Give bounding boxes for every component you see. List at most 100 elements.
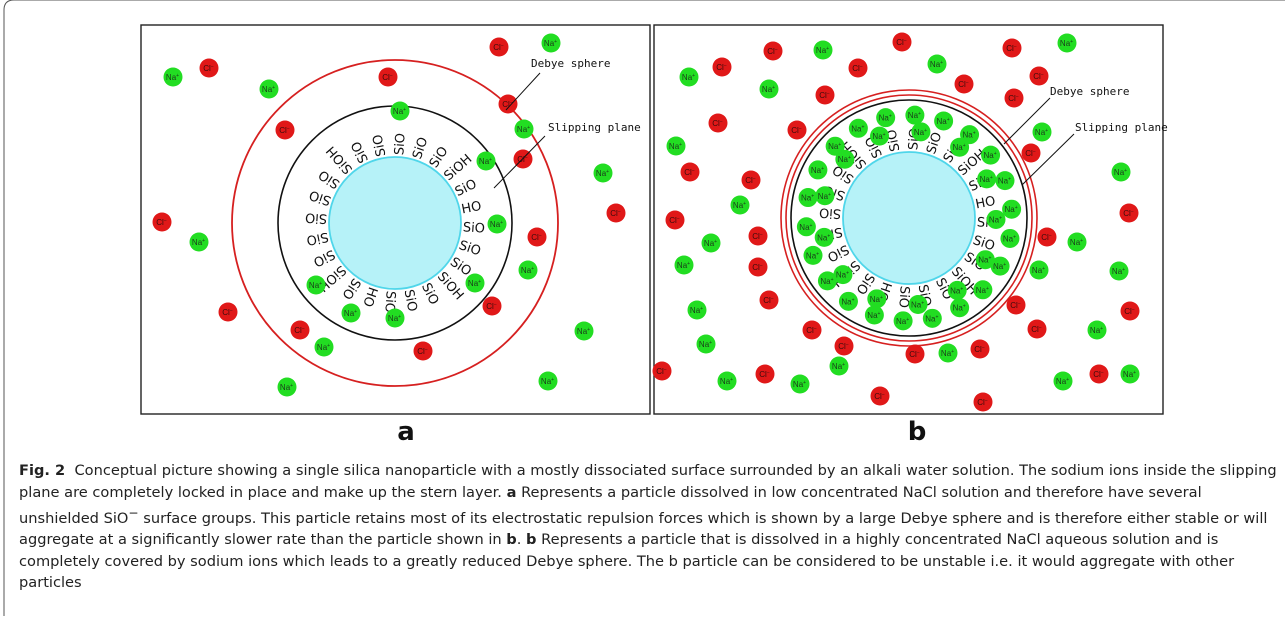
panel-b-sodium-ion-label: Na+ — [720, 377, 733, 386]
panel-b-sodium-ion-disc — [833, 265, 853, 285]
panel-b-sodium-ion-label: Na+ — [1112, 267, 1125, 276]
panel-b-chloride-ion-label: Cl− — [838, 342, 849, 351]
panel-a-surface-group: SiO — [370, 133, 389, 158]
panel-b-slipping-label: Slipping plane — [1075, 121, 1168, 134]
panel-b-debye-sphere-inner — [785, 94, 1033, 342]
panel-b-sodium-ion: Na+ — [950, 137, 970, 157]
panel-a-surface-group: SiO — [462, 220, 485, 237]
panel-a-sodium-ion-label: Na+ — [388, 314, 401, 323]
panel-a-chloride-ion-disc — [527, 227, 547, 247]
panel-b-sodium-ion-disc — [814, 227, 834, 247]
caption-superscript-minus: − — [128, 506, 139, 520]
panel-b-sodium-ion-disc — [1109, 261, 1129, 281]
panel-b-chloride-ion-label: Cl− — [806, 326, 817, 335]
panel-b-sodium-ion-disc — [835, 149, 855, 169]
panel-b-sodium-ion: Na+ — [701, 233, 721, 253]
panel-b-sodium-ion-label: Na+ — [818, 192, 831, 201]
panel-b-chloride-ion-disc — [680, 162, 700, 182]
panel-a-silica-particle — [328, 156, 462, 290]
panel-b-sodium-ion: Na+ — [1067, 232, 1087, 252]
panel-b-slipping-leader — [1021, 133, 1075, 186]
panel-b-sodium-ion-label: Na+ — [1114, 168, 1127, 177]
panel-b-sodium-ion: Na+ — [947, 280, 967, 300]
panel-b-sodium-ion-disc — [798, 188, 818, 208]
panel-b-sodium-ion-label: Na+ — [816, 46, 829, 55]
panel-b-sodium-ion: Na+ — [911, 122, 931, 142]
panel-b-chloride-ion-disc — [1120, 301, 1140, 321]
panel-b-chloride-ion-label: Cl− — [909, 350, 920, 359]
caption-sentence-3: surface groups. This particle retains mo… — [19, 509, 1268, 549]
panel-b-chloride-ion-label: Cl− — [958, 80, 969, 89]
panel-b-sodium-ion: Na+ — [922, 308, 942, 328]
panel-b-chloride-ion-label: Cl− — [1124, 307, 1135, 316]
panel-b-surface-group: HO — [974, 194, 997, 213]
panel-b-chloride-ion-disc — [1002, 38, 1022, 58]
panel-b-sodium-ion-disc — [867, 289, 887, 309]
panel-b-chloride-ion: Cl− — [1089, 364, 1109, 384]
panel-b-chloride-ion: Cl− — [759, 290, 779, 310]
panel-b-sodium-ion-label: Na+ — [690, 306, 703, 315]
panel-b-chloride-ion-label: Cl− — [977, 398, 988, 407]
panel-b-sodium-ion-disc — [817, 271, 837, 291]
panel-a-surface-group: SiO — [410, 135, 431, 161]
panel-b-sodium-ion-label: Na+ — [1032, 266, 1045, 275]
panel-a-sodium-ion-label: Na+ — [544, 39, 557, 48]
panel-b-sodium-ion: Na+ — [905, 105, 925, 125]
panel-b-sodium-ion-disc — [759, 79, 779, 99]
panel-b-chloride-ion: Cl− — [748, 226, 768, 246]
panel-b-sodium-ion-disc — [1029, 260, 1049, 280]
panel-b-sodium-ion-label: Na+ — [976, 286, 989, 295]
panel-b-sodium-ion-disc — [730, 195, 750, 215]
panel-b-chloride-ion: Cl− — [763, 41, 783, 61]
panel-b-sodium-ion: Na+ — [973, 280, 993, 300]
panel-a-chloride-ion: Cl− — [489, 37, 509, 57]
panel-a-sodium-ion-label: Na+ — [490, 220, 503, 229]
panel-b-surface-group: SiO — [971, 233, 997, 254]
panel-a-sodium-ion: Na+ — [259, 79, 279, 99]
panel-a-chloride-ion-disc — [498, 94, 518, 114]
panel-b-sodium-ion-disc — [701, 233, 721, 253]
figure-border — [3, 0, 1285, 616]
panel-b-sodium-ion-label: Na+ — [799, 223, 812, 232]
panel-a-chloride-ion-label: Cl− — [279, 126, 290, 135]
panel-b-sodium-ion-disc — [986, 209, 1006, 229]
panel-b-sodium-ion-disc — [870, 126, 890, 146]
panel-b-sodium-ion-disc — [981, 145, 1001, 165]
panel-a-chloride-ion-label: Cl− — [417, 347, 428, 356]
panel-b-sodium-ion: Na+ — [908, 295, 928, 315]
panel-b-sodium-ion-label: Na+ — [998, 177, 1011, 186]
panel-a-sodium-ion: Na+ — [277, 377, 297, 397]
panel-b-ions: Cl− Na+ Cl− Na+ Cl− Na+ Cl− Cl− Na+ Cl− Cl− Na+ Cl− C… — [652, 32, 1140, 412]
panel-a-chloride-ion-label: Cl− — [486, 302, 497, 311]
panel-a-chloride-ion: Cl− — [199, 58, 219, 78]
panel-b-chloride-ion-label: Cl− — [1010, 301, 1021, 310]
panel-b-sodium-ion-disc — [666, 136, 686, 156]
panel-b-chloride-ion: Cl− — [1027, 319, 1047, 339]
panel-b-chloride-ion: Cl− — [665, 210, 685, 230]
panel-b-sodium-ion: Na+ — [815, 186, 835, 206]
panel-b-sodium-ion-disc — [696, 334, 716, 354]
panel-a-sodium-ion-disc — [189, 232, 209, 252]
panel-b-sodium-ion: Na+ — [870, 126, 890, 146]
panel-b-chloride-ion-label: Cl− — [712, 119, 723, 128]
panel-b-sodium-ion-disc — [975, 250, 995, 270]
panel-b-sodium-ion-label: Na+ — [941, 349, 954, 358]
panel-a-surface-group: HO — [359, 285, 380, 309]
panel-a-chloride-ion-label: Cl− — [493, 43, 504, 52]
panel-b-chloride-ion-label: Cl− — [767, 47, 778, 56]
panel-b-chloride-ion: Cl− — [834, 336, 854, 356]
panel-b-sodium-ion-disc — [815, 186, 835, 206]
panel-a-sodium-ion-label: Na+ — [517, 125, 530, 134]
panel-b-chloride-ion-disc — [708, 113, 728, 133]
panel-a-sodium-ion: Na+ — [390, 101, 410, 121]
panel-b-sodium-ion-disc — [950, 298, 970, 318]
panel-b-chloride-ion: Cl− — [848, 58, 868, 78]
panel-a-chloride-ion-disc — [152, 212, 172, 232]
panel-b-sodium-ion-disc — [796, 217, 816, 237]
panel-b-chloride-ion: Cl− — [905, 344, 925, 364]
panel-b-sodium-ion: Na+ — [838, 291, 858, 311]
panel-b-silica-particle — [842, 151, 976, 285]
panel-b-surface-group: SiO — [819, 204, 842, 221]
panel-b-sodium-ion-label: Na+ — [911, 301, 924, 310]
